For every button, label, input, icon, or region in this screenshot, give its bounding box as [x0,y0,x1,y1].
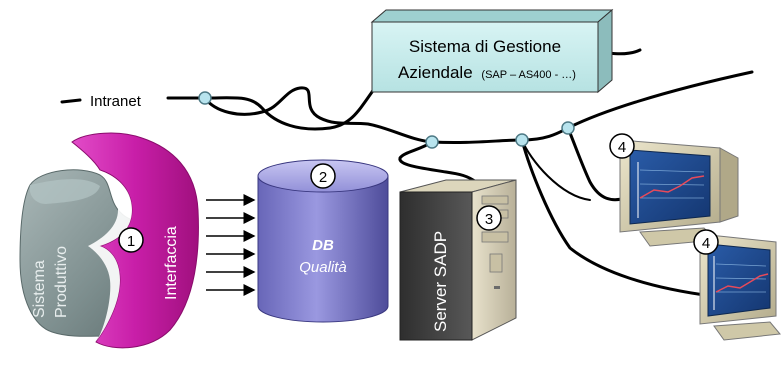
monitor-1 [619,139,739,247]
erp-box-face [371,21,599,93]
monitor-1-screen [629,149,711,225]
server-front [399,191,473,341]
network-node-server [425,135,439,149]
monitor-2 [699,233,781,341]
badge-3: 3 [476,205,502,231]
production-label-line2: Produttivo [53,246,70,318]
server-tower: Server SADP [399,179,517,341]
production-label-line1: Sistema [31,260,48,318]
intranet-stub [60,98,82,104]
badge-2-label: 2 [319,169,327,186]
erp-title-main: Aziendale [398,63,473,82]
badge-4-top: 4 [609,133,635,159]
monitor-2-screen [707,243,771,317]
monitor1-drop [566,126,628,202]
database-subtitle: Qualità [299,259,347,276]
server-label: Server SADP [431,231,450,332]
network-node-intranet [198,91,212,105]
erp-title-line2: Aziendale (SAP – AS400 - …) [398,63,576,82]
badge-4-bottom-label: 4 [702,235,710,252]
badge-1-label: 1 [127,233,135,250]
monitor2-drop [520,138,714,298]
server-drop [398,140,478,184]
network-node-monitor1 [561,121,575,135]
badge-4-top-label: 4 [618,139,626,156]
erp-system-box: Sistema di Gestione Aziendale (SAP – AS4… [370,8,614,94]
erp-title-line1: Sistema di Gestione [409,37,561,56]
intranet-label: Intranet [90,93,142,110]
monitor-link [521,139,591,201]
badge-3-label: 3 [485,211,493,228]
network-node-monitor2 [515,133,529,147]
erp-title-small: (SAP – AS400 - …) [481,69,576,81]
badge-1: 1 [118,227,144,253]
interface-label: Interfaccia [163,226,180,300]
badge-4-bottom: 4 [693,229,719,255]
badge-2: 2 [310,163,336,189]
database-title: DB [312,237,334,254]
data-flow-arrows [206,194,256,296]
network-nodes [198,91,575,149]
